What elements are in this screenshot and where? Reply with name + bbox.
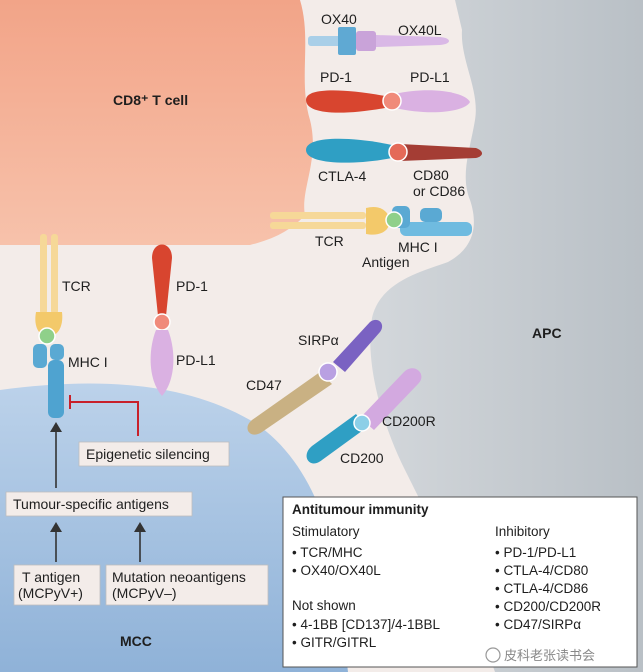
mutation-line2: (MCPyV–) [112,585,177,601]
wechat-icon [485,647,501,663]
stimulatory-item: • OX40/OX40L [292,563,381,578]
mcc-label: MCC [120,633,152,649]
antigen-label: Antigen [362,254,409,270]
cd200r-label: CD200R [382,413,436,429]
mutation-line1: Mutation neoantigens [112,569,246,585]
legend-title: Antitumour immunity [292,502,429,517]
inhibitory-item: • CTLA-4/CD80 [495,563,588,578]
ctla4-binding-site [388,142,408,162]
legend-box [282,496,638,668]
cd80-ligand [400,144,482,161]
cd200-label: CD200 [340,450,384,466]
t-antigen-line2: (MCPyV+) [18,585,83,601]
pd1-top-label: PD-1 [320,69,352,85]
epigenetic-label: Epigenetic silencing [86,446,210,462]
pdl1-ligand-mcc [150,330,174,396]
inhibitory-item: • CD47/SIRPα [495,617,581,632]
pd1-mcc-label: PD-1 [176,278,208,294]
ctla4-receptor [306,138,392,163]
t-cell-label: CD8⁺ T cell [113,92,188,108]
inhibitory-item: • CD200/CD200R [495,599,601,614]
mutation-box [105,564,269,606]
tcr-top-label: TCR [315,233,344,249]
tcr-receptor-top [270,206,390,235]
arrow-from-mutation [134,522,146,562]
stimulatory-item: • TCR/MHC [292,545,363,560]
sirpa-label: SIRPα [298,332,339,348]
pd1-mcc-binding-site [153,313,171,331]
antigen-mcc [38,327,56,345]
cd80-label-line2: or CD86 [413,183,465,199]
cd80-label-line1: CD80 [413,167,449,183]
ox40-receptor [308,27,356,55]
antigen-top [385,211,403,229]
inhibitory-item: • CTLA-4/CD86 [495,581,588,596]
t-cell [0,0,313,245]
watermark: 皮科老张读书会 [485,647,595,664]
watermark-text: 皮科老张读书会 [504,649,595,664]
tcr-mcc-label: TCR [62,278,91,294]
sirpa-receptor [333,319,383,372]
ctla4-label: CTLA-4 [318,168,366,184]
inhibitory-item: • PD-1/PD-L1 [495,545,576,560]
tumour-antigens-box [5,491,193,517]
arrow-to-mhc [50,422,62,488]
cd47-binding-site [318,362,338,382]
mhc-top-label: MHC I [398,239,438,255]
pd1-receptor-mcc [152,244,172,316]
pd1-binding-site [382,91,402,111]
cd200-binding-site [353,414,371,432]
pdl1-top-label: PD-L1 [410,69,450,85]
not-shown-heading: Not shown [292,598,356,613]
not-shown-item: • GITR/GITRL [292,635,377,650]
stimulatory-heading: Stimulatory [292,524,360,539]
not-shown-item: • 4-1BB [CD137]/4-1BBL [292,617,441,632]
pdl1-ligand-top [395,90,470,113]
t-antigen-box [13,564,101,606]
cd200-ligand [306,414,366,464]
mhc-receptor-mcc [33,344,64,418]
cd47-ligand [247,372,332,435]
apc-label: APC [532,325,562,341]
cd47-label: CD47 [246,377,282,393]
epigenetic-inhibition-line [69,395,139,436]
mhc-mcc-label: MHC I [68,354,108,370]
ox40l-ligand [356,31,449,51]
arrow-from-t-antigen [50,522,62,562]
tumour-antigens-label: Tumour-specific antigens [13,496,169,512]
cd200r-receptor [360,368,422,430]
pdl1-mcc-label: PD-L1 [176,352,216,368]
inhibitory-heading: Inhibitory [495,524,550,539]
ox40l-label: OX40L [398,22,442,38]
ox40-label: OX40 [321,11,357,27]
pd1-receptor-top [306,90,385,113]
t-antigen-line1: T antigen [22,569,80,585]
epigenetic-box [78,441,230,467]
